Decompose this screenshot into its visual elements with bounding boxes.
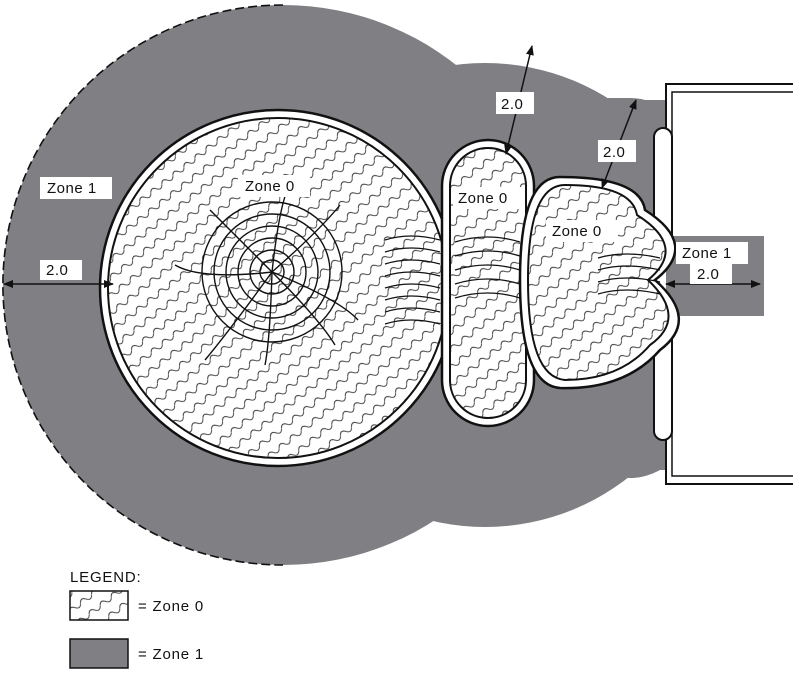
- dim-top-blob-value: 2.0: [603, 144, 625, 161]
- stream-lines: [384, 235, 441, 325]
- dim-top-pill-value: 2.0: [501, 96, 523, 113]
- label-zone1-left: Zone 1: [47, 180, 97, 197]
- label-zone0-blob: Zone 0: [552, 223, 602, 240]
- pill-stream-lines: [454, 236, 521, 299]
- label-zone0-pill: Zone 0: [458, 190, 508, 207]
- label-zone0-big: Zone 0: [245, 178, 295, 195]
- dim-right-value: 2.0: [697, 266, 719, 283]
- zone0-pill: [440, 138, 536, 428]
- legend-swatch-zone0: [69, 590, 129, 621]
- legend-swatch-zone1: [69, 638, 129, 669]
- legend-zone1: = Zone 1: [138, 646, 204, 663]
- dim-left-value: 2.0: [46, 262, 68, 279]
- zone0-big-circle: [98, 108, 458, 468]
- legend: LEGEND: = Zone 0 = Zone 1: [69, 569, 204, 669]
- label-zone1-right: Zone 1: [682, 245, 732, 262]
- legend-title: LEGEND:: [70, 569, 141, 586]
- labels: Zone 1 Zone 0 Zone 0 Zone 0 Zone 1 2.0 2…: [40, 92, 748, 284]
- legend-zone0: = Zone 0: [138, 598, 204, 615]
- blob-stream-lines: [597, 253, 661, 295]
